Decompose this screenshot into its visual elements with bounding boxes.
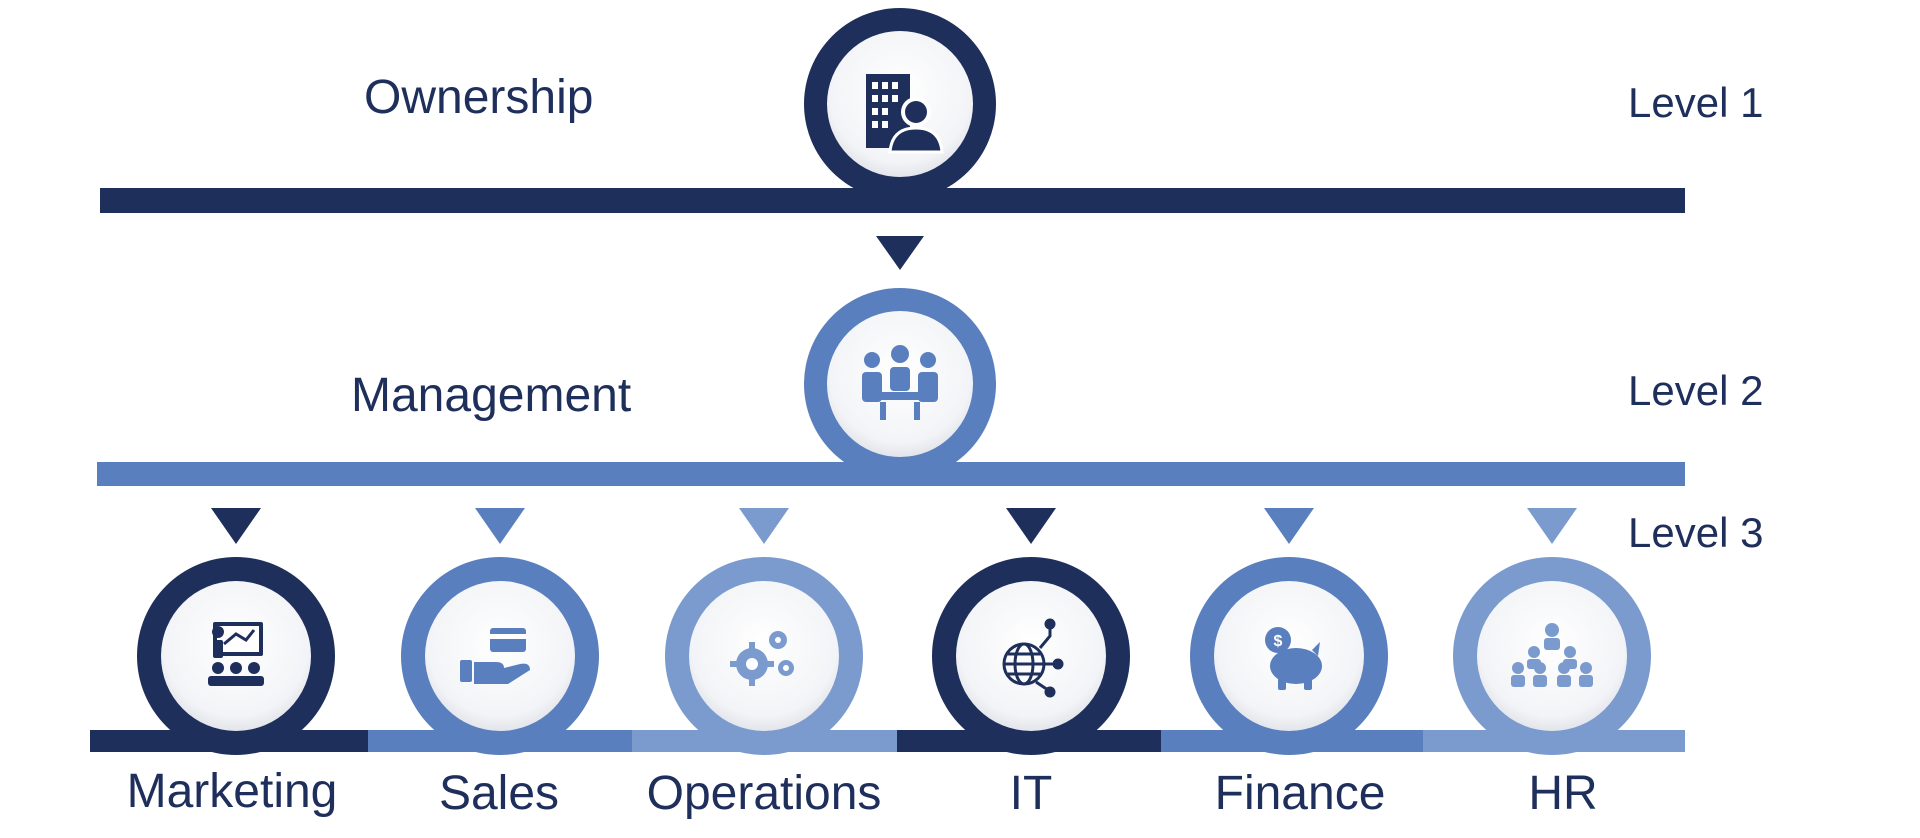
arrow-down-sales — [475, 508, 525, 544]
dept-node-it — [932, 557, 1130, 755]
ownership-node — [804, 8, 996, 200]
dept-node-sales — [401, 557, 599, 755]
dept-node-operations — [665, 557, 863, 755]
management-label: Management — [351, 369, 632, 422]
dept-label-sales: Sales — [438, 767, 560, 820]
level-3-label: Level 3 — [1628, 509, 1764, 556]
level-2-label: Level 2 — [1628, 367, 1764, 414]
dept-label-operations: Operations — [646, 767, 882, 820]
dept-node-hr — [1453, 557, 1651, 755]
dept-node-finance: $ — [1190, 557, 1388, 755]
arrow-down-it — [1006, 508, 1056, 544]
piggy-bank-icon: $ — [1265, 627, 1322, 690]
level3-arrows — [211, 508, 1577, 544]
arrow-down-finance — [1264, 508, 1314, 544]
presentation-icon — [208, 622, 264, 686]
dept-label-finance: Finance — [1214, 767, 1386, 820]
dept-node-marketing — [137, 557, 335, 755]
dept-label-marketing: Marketing — [126, 765, 338, 818]
building-owner-icon — [866, 74, 944, 154]
level-1-label: Level 1 — [1628, 79, 1764, 126]
arrow-down-level2 — [876, 236, 924, 270]
dept-label-it: IT — [1009, 767, 1053, 820]
people-hierarchy-icon — [1511, 623, 1593, 687]
management-node — [804, 288, 996, 480]
dept-label-hr: HR — [1528, 767, 1598, 820]
arrow-down-hr — [1527, 508, 1577, 544]
svg-text:$: $ — [1274, 633, 1283, 650]
team-meeting-icon — [862, 345, 938, 420]
ownership-label: Ownership — [364, 71, 594, 124]
arrow-down-operations — [739, 508, 789, 544]
arrow-down-marketing — [211, 508, 261, 544]
hand-card-icon — [460, 628, 530, 684]
globe-network-icon — [1002, 618, 1064, 698]
gears-icon — [730, 631, 794, 686]
